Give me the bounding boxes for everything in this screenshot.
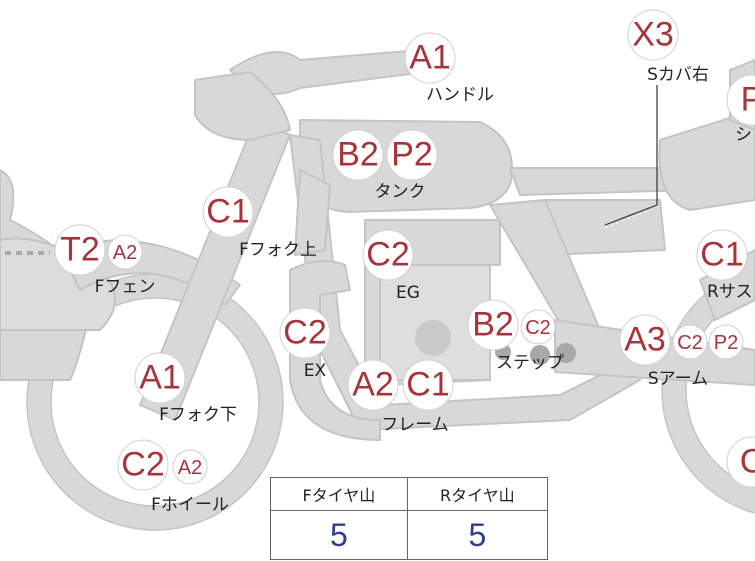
grade-badge: C1	[206, 193, 249, 231]
rear-tire-value: 5	[406, 510, 549, 560]
grade-badge: T2	[60, 231, 100, 269]
grade-badge: C1	[700, 236, 743, 274]
grade-badge-circle	[332, 129, 384, 181]
grade-badge-circle	[708, 324, 744, 360]
grade-badge-circle	[107, 234, 143, 270]
part-annotation: B2 C2 ステップ	[467, 299, 564, 373]
grade-badge-circle	[172, 449, 208, 485]
exhaust	[289, 260, 381, 441]
grade-badge-circle	[520, 309, 556, 345]
grade-badge: B2	[472, 306, 514, 344]
part-label: Fフォク下	[159, 405, 237, 425]
part-annotation: B2 P2 タンク	[332, 129, 438, 202]
part-label: Sカバ右	[647, 65, 709, 85]
leader-line	[604, 85, 658, 226]
rear-wheel	[662, 266, 755, 514]
grade-badge-circle	[54, 224, 106, 276]
rear-tire-header: Rタイヤ山	[406, 477, 549, 511]
grade-badge: X3	[632, 16, 674, 54]
part-label: Fフェン	[95, 277, 156, 297]
grade-badge: A3	[624, 321, 666, 359]
grade-badge: C2	[677, 332, 703, 354]
part-annotation: Pシ	[726, 74, 755, 145]
grade-badge-circle	[134, 352, 186, 404]
part-label: Fホイール	[151, 495, 229, 515]
grade-badge: C1	[406, 366, 449, 404]
grade-badge: C	[740, 443, 755, 481]
grade-badge-circle	[117, 439, 169, 491]
grade-badge: P	[741, 81, 755, 119]
front-tire-value: 5	[270, 510, 408, 560]
grade-badge-circle	[619, 314, 671, 366]
grade-badge-circle	[279, 307, 331, 359]
part-label: シ	[735, 125, 752, 145]
grade-badge-circle	[726, 74, 755, 126]
part-label: ステップ	[496, 353, 564, 373]
grade-badge-circle	[726, 436, 755, 488]
grade-badge: C2	[525, 317, 551, 339]
grade-badge: C2	[366, 236, 409, 274]
grade-badge-circle	[362, 229, 414, 281]
grade-badge: A2	[352, 366, 394, 404]
part-label: EG	[396, 283, 420, 303]
part-label: Fフォク上	[239, 240, 317, 260]
grade-badge-circle	[672, 324, 708, 360]
part-label: Rサス	[707, 282, 752, 302]
grade-badge: C2	[121, 446, 164, 484]
grade-badge: C2	[283, 314, 326, 352]
grade-badge: B2	[337, 136, 379, 174]
part-label: EX	[304, 361, 327, 381]
grade-badge-circle	[402, 359, 454, 411]
headlight	[194, 71, 291, 141]
grade-badge-circle	[202, 186, 254, 238]
grade-badge-circle	[386, 129, 438, 181]
grade-badge-circle	[404, 32, 456, 84]
rear-cowl	[658, 109, 755, 211]
front-tire-header: Fタイヤ山	[270, 477, 408, 511]
part-annotation: A1 ハンドル	[404, 32, 494, 105]
front-wheel	[27, 274, 283, 530]
grade-badge: P2	[714, 332, 738, 354]
part-annotation: C	[726, 436, 755, 488]
part-label: タンク	[375, 182, 426, 202]
grade-badge-circle	[347, 359, 399, 411]
grade-badge: P2	[391, 136, 433, 174]
grade-badge: A2	[178, 457, 202, 479]
grade-badge-circle	[696, 229, 748, 281]
grade-badge: A2	[113, 242, 137, 264]
grade-badge-circle	[627, 9, 679, 61]
part-annotation: A2 C1 フレーム	[347, 359, 454, 435]
grade-badge-circle	[467, 299, 519, 351]
grade-badge: A1	[139, 359, 181, 397]
part-label: ハンドル	[426, 85, 494, 105]
part-label: Sアーム	[648, 369, 708, 389]
part-label: フレーム	[381, 415, 449, 435]
tire-tread-table: Fタイヤ山 Rタイヤ山 5 5	[270, 477, 549, 560]
grade-badge: A1	[409, 39, 451, 77]
